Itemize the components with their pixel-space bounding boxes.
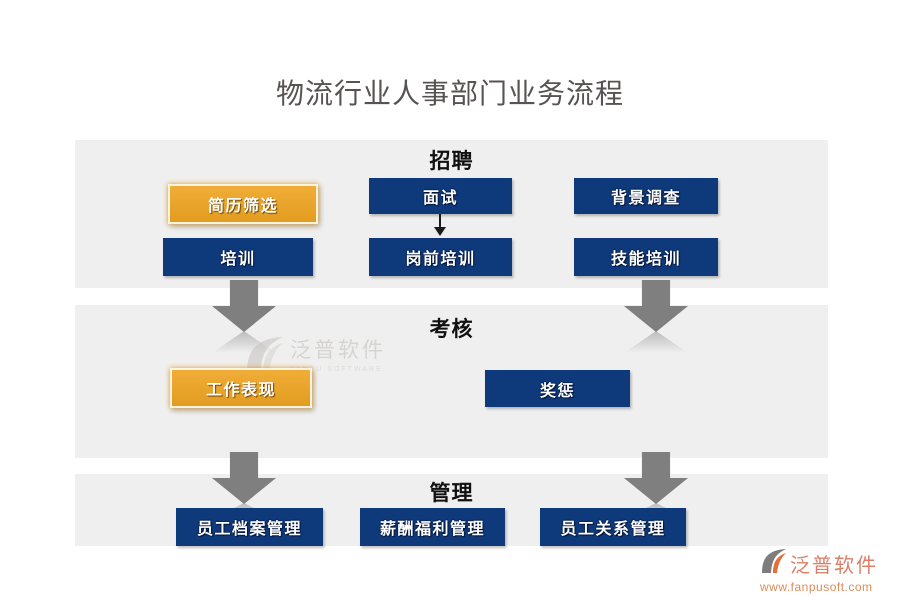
box-background-check: 背景调查: [574, 178, 718, 214]
box-salary-benefit-mgmt: 薪酬福利管理: [360, 508, 505, 546]
section-header-manage: 管理: [429, 482, 474, 505]
section-header-recruit: 招聘: [429, 150, 474, 173]
box-employee-file-mgmt: 员工档案管理: [176, 508, 323, 546]
footer-site-url: www.fanpusoft.com: [760, 580, 873, 594]
box-work-performance: 工作表现: [170, 368, 312, 408]
fanpu-logo-icon: [760, 547, 787, 579]
box-pre-job-training: 岗前培训: [369, 238, 512, 276]
connector-arrow-line: [439, 214, 441, 229]
connector-arrowhead-icon: [434, 227, 446, 236]
box-interview: 面试: [369, 178, 512, 214]
box-reward-punishment: 奖惩: [485, 370, 630, 407]
box-skill-training: 技能培训: [574, 238, 718, 276]
box-training: 培训: [163, 238, 313, 276]
section-header-assess: 考核: [429, 318, 474, 341]
footer-brand-text: 泛普软件: [790, 554, 878, 577]
footer-logo: 泛普软件 www.fanpusoft.com: [760, 547, 878, 594]
box-employee-relation-mgmt: 员工关系管理: [540, 508, 686, 546]
box-resume-screening: 简历筛选: [168, 184, 318, 224]
page-title: 物流行业人事部门业务流程: [275, 78, 624, 109]
